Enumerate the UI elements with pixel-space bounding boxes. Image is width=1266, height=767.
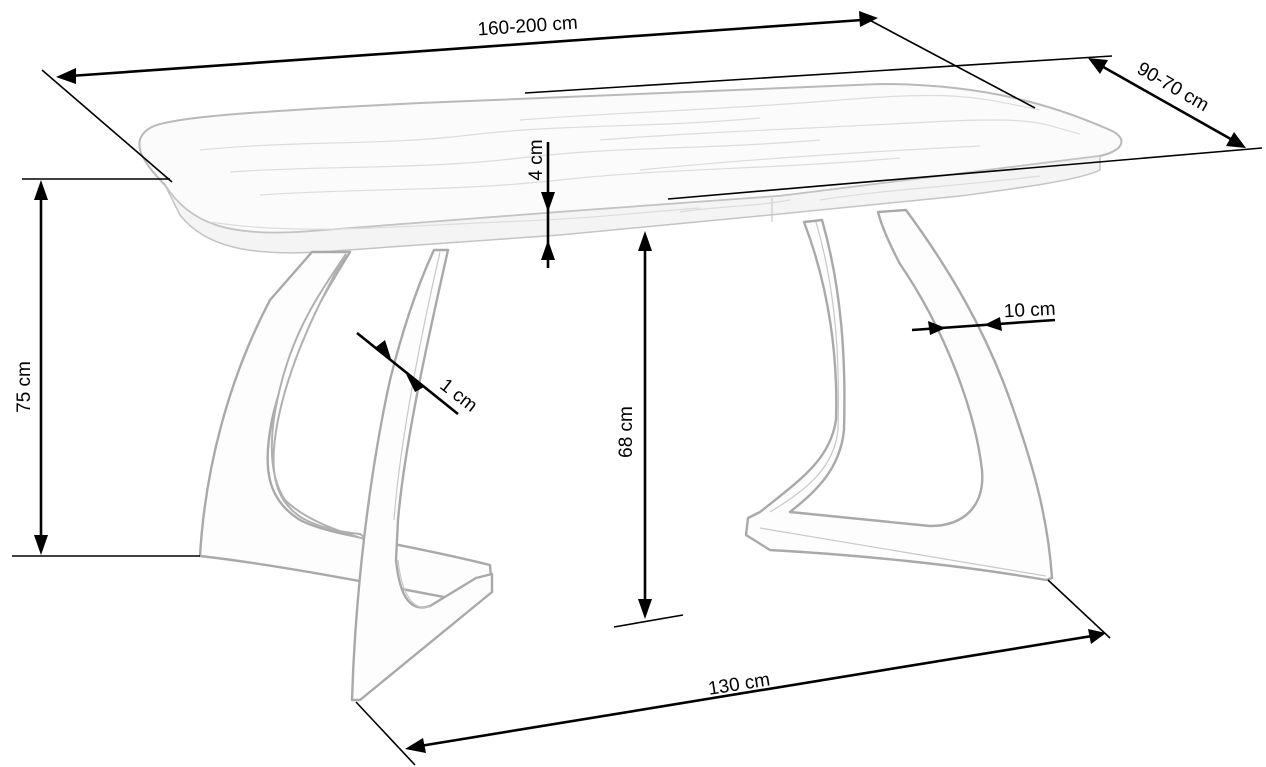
left-leg-foot-curve [397,559,431,608]
dimension-total-height: 75 cm [12,178,200,557]
leg-span-label: 130 cm [707,669,772,699]
left-leg [198,248,494,702]
right-leg-base-edge [759,527,1047,577]
total-height-label: 75 cm [14,361,35,413]
left-leg-blade [350,248,494,702]
dimension-clearance-height: 68 cm [613,231,684,628]
leg-width-label: 10 cm [1003,299,1056,323]
length-label: 160-200 cm [477,13,579,41]
top-thickness-label: 4 cm [526,139,547,180]
dimension-leg-width: 10 cm [911,299,1056,335]
clearance-height-label: 68 cm [616,406,637,458]
right-leg-outer-frame [744,208,1054,582]
right-leg-blade-edge [769,221,840,513]
left-leg-outer-frame [198,250,494,602]
leg-thickness-label: 1 cm [436,375,481,417]
table-top [138,82,1123,254]
wood-grain [199,94,1081,230]
right-leg [744,208,1054,582]
dimension-top-thickness: 4 cm [526,139,555,268]
table-top-edge [164,155,1101,254]
